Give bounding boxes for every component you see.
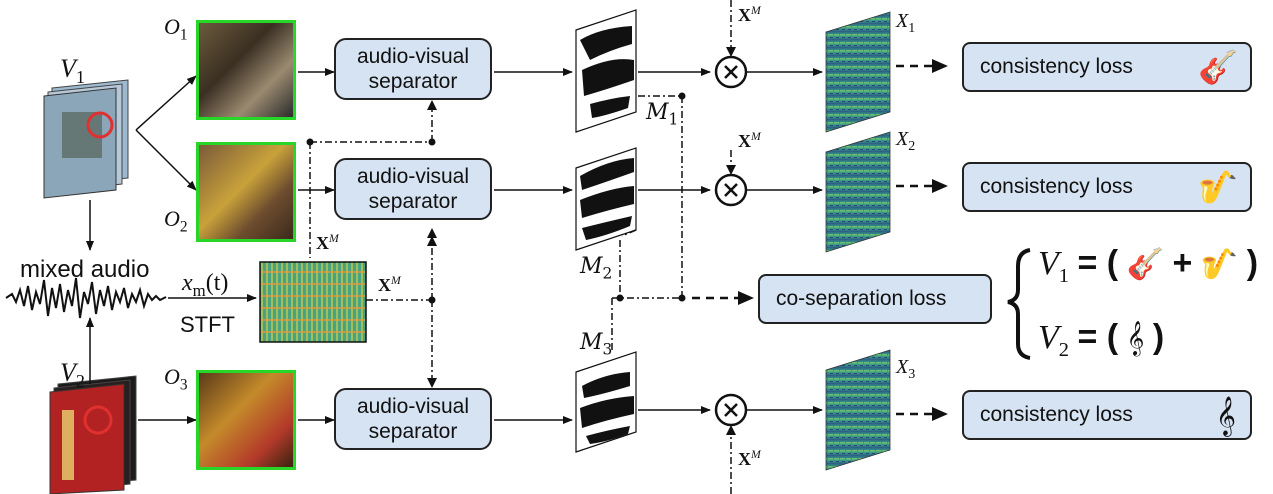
stft-label: STFT — [180, 312, 235, 337]
separator-1-line2: separator — [368, 70, 458, 93]
separator-2-line2: separator — [368, 190, 458, 213]
multiply-op-1 — [714, 55, 748, 89]
consistency-loss-1: consistency loss 🎸 — [962, 42, 1252, 92]
xm-label-bottom: XM — [738, 448, 761, 469]
saxophone-icon: 🎷 — [1198, 169, 1238, 205]
mask-m2-label: M2 — [580, 254, 613, 283]
guitar-icon: 🎸 — [1198, 49, 1238, 85]
audio-waveform — [5, 277, 167, 319]
consistency-loss-2: consistency loss 🎷 — [962, 162, 1252, 212]
object-frame-o1 — [196, 20, 296, 120]
eq1-open: = ( — [1077, 244, 1119, 282]
multiply-op-2 — [714, 173, 748, 207]
equation-v1: V1 = ( 🎸 + 🎷 ) — [1038, 244, 1259, 287]
spectrogram-x1 — [825, 11, 891, 133]
x2-label: X2 — [896, 128, 916, 154]
xm-label-stft: XM — [316, 232, 339, 253]
consistency-loss-3-label: consistency loss — [980, 403, 1133, 426]
mixture-spectrogram — [259, 261, 367, 343]
separator-2-line1: audio-visual — [356, 165, 470, 188]
eq2-lhs: V — [1038, 319, 1059, 356]
consistency-loss-3: consistency loss 𝄞 — [962, 390, 1252, 440]
o2-label: O2 — [164, 206, 188, 236]
mask-m1 — [575, 9, 637, 133]
object-frame-o2 — [196, 142, 296, 242]
saxophone-icon: 🎷 — [1200, 248, 1239, 281]
separator-3-line2: separator — [368, 420, 458, 443]
mask-m3 — [575, 351, 637, 453]
video-v1-stack — [43, 79, 129, 199]
separator-3-line1: audio-visual — [356, 395, 470, 418]
mixed-audio-label: mixed audio — [20, 256, 150, 283]
o1-label: O1 — [164, 14, 188, 44]
object-frame-o3 — [196, 370, 296, 470]
xm-label-top: XM — [738, 4, 761, 25]
spectrogram-x2 — [825, 131, 891, 253]
eq2-open: = ( — [1077, 318, 1119, 356]
eq1-plus: + — [1172, 244, 1193, 282]
x1-label: X1 — [896, 10, 916, 36]
v1-label: V1 — [60, 54, 85, 88]
xm-label-mid: XM — [738, 130, 761, 151]
harp-icon: 𝄞 — [1126, 321, 1145, 356]
co-separation-loss: co-separation loss — [758, 274, 992, 324]
xm-label-distribution: XM — [378, 274, 401, 295]
equation-brace — [1007, 248, 1031, 360]
eq2-close: ) — [1152, 318, 1165, 356]
consistency-loss-2-label: consistency loss — [980, 175, 1133, 198]
separator-1-line1: audio-visual — [356, 45, 470, 68]
harp-icon: 𝄞 — [1215, 396, 1236, 436]
signal-label: xm(t) — [182, 270, 229, 300]
consistency-loss-1-label: consistency loss — [980, 55, 1133, 78]
video-v2-stack — [49, 375, 137, 494]
spectrogram-x3 — [825, 349, 891, 471]
mask-m3-label: M3 — [580, 330, 613, 359]
eq1-close: ) — [1246, 244, 1259, 282]
guitar-icon: 🎸 — [1126, 248, 1164, 281]
v2-label: V2 — [60, 358, 85, 392]
o3-label: O3 — [164, 364, 188, 394]
equation-v2: V2 = ( 𝄞 ) — [1038, 318, 1165, 361]
co-separation-loss-label: co-separation loss — [776, 287, 947, 310]
multiply-op-3 — [714, 393, 748, 427]
eq1-lhs: V — [1038, 245, 1059, 282]
mask-m2 — [575, 147, 637, 251]
x3-label: X3 — [896, 356, 916, 382]
mask-m1-label: M1 — [646, 100, 679, 129]
